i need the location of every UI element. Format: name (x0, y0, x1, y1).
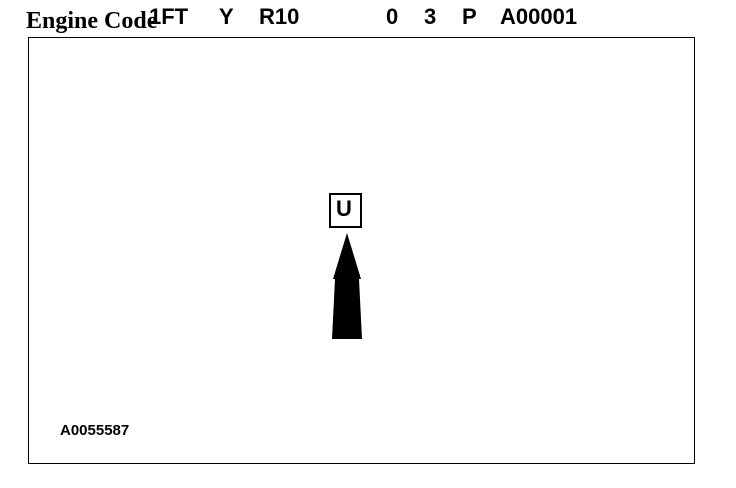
diagram-title: Engine Code (26, 8, 158, 34)
vin-segment-5: 0 (386, 4, 399, 29)
vin-segment-3: R10 (259, 4, 300, 29)
vin-segment-2: Y (219, 4, 234, 29)
figure-id-label: A0055587 (60, 422, 130, 439)
vin-segment-7: P (462, 4, 477, 29)
vin-segment-1: 1FT (149, 4, 189, 29)
pointer-arrow-icon (332, 233, 362, 339)
engine-code-highlight-box (329, 193, 362, 228)
vin-segment-6: 3 (424, 4, 437, 29)
diagram-frame (28, 37, 695, 464)
vin-segment-8: A00001 (500, 4, 578, 29)
engine-code-character: U (336, 196, 352, 221)
